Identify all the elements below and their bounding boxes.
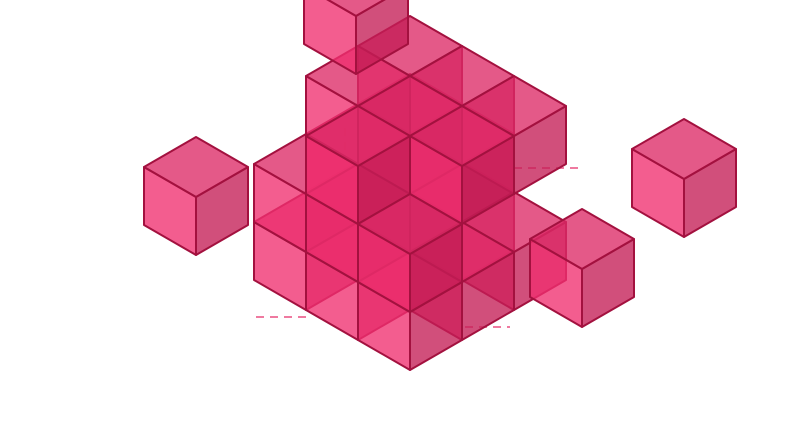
cube-top-face bbox=[357, 193, 463, 255]
grid-cube bbox=[409, 105, 515, 225]
cube-top-face bbox=[326, 0, 386, 17]
cube-top-face bbox=[631, 118, 737, 180]
cube-top-face bbox=[305, 105, 411, 167]
cube-top-face bbox=[143, 136, 249, 198]
grid-cube bbox=[305, 105, 411, 225]
cube-top-face bbox=[529, 208, 635, 270]
floating-cube-top bbox=[303, 0, 409, 75]
cube-top-face bbox=[409, 105, 515, 167]
grid-cube bbox=[357, 193, 463, 313]
cube-group bbox=[143, 0, 737, 371]
floating-cube-right-upper bbox=[631, 118, 737, 238]
floating-cube-right-lower bbox=[529, 208, 635, 328]
floating-cube-left bbox=[143, 136, 249, 256]
